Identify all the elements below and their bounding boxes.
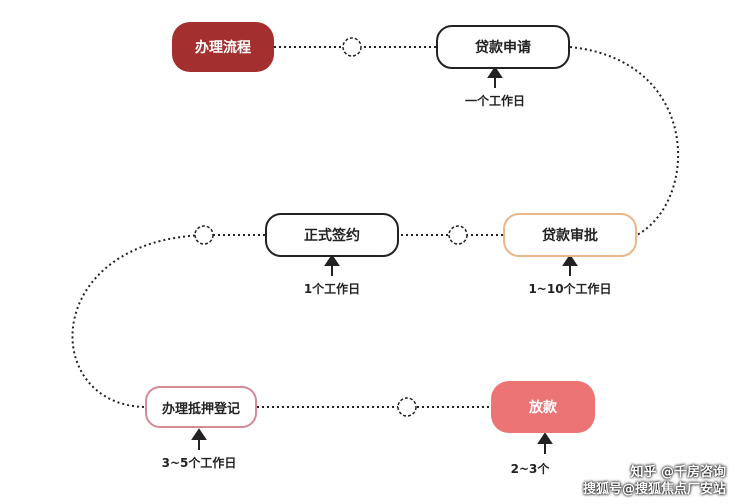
arrowhead-sign	[324, 254, 340, 266]
arrowhead-mortgage	[191, 428, 207, 440]
duration-apply: 一个工作日	[464, 94, 526, 108]
junction-circle	[448, 225, 468, 245]
watermark-line-2: 搜狐号@搜狐焦点厂安站	[582, 482, 726, 497]
junction-circle	[194, 225, 214, 245]
node-formal-signing: 正式签约	[265, 213, 399, 257]
node-loan-release: 放款	[491, 381, 595, 433]
junction-circle	[342, 37, 362, 57]
arrowhead-approve	[562, 254, 578, 266]
arrowhead-apply	[487, 66, 503, 78]
connector-apply-approve	[569, 46, 680, 236]
arrowhead-release	[537, 432, 553, 444]
connector-sign-mortgage	[71, 234, 265, 408]
duration-approve: 1~10个工作日	[528, 282, 612, 296]
node-loan-application: 贷款申请	[436, 25, 570, 69]
node-mortgage-registration: 办理抵押登记	[145, 386, 257, 428]
duration-mortgage: 3~5个工作日	[161, 456, 237, 470]
duration-release: 2~3个	[510, 462, 550, 476]
node-loan-approval: 贷款审批	[503, 213, 637, 257]
watermark-line-1: 知乎 @千房咨询	[630, 465, 726, 480]
junction-circle	[397, 397, 417, 417]
node-process-title: 办理流程	[172, 22, 274, 72]
watermark: 知乎 @千房咨询 搜狐号@搜狐焦点厂安站	[583, 464, 726, 498]
duration-sign: 1个工作日	[303, 282, 361, 296]
